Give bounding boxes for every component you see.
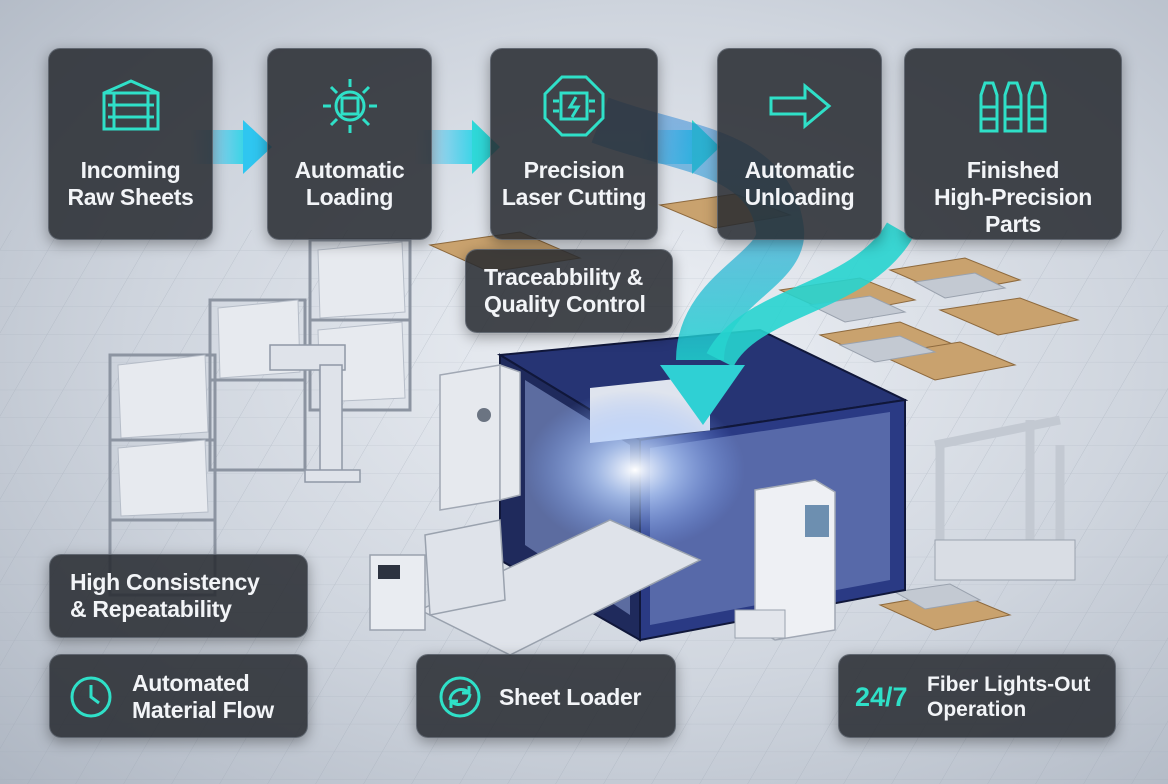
step-automatic-loading: Automatic Loading bbox=[267, 48, 432, 240]
sync-icon bbox=[437, 674, 483, 725]
consistency-card: High Consistency & Repeatability bbox=[49, 554, 308, 638]
traceability-label: Traceabbility & Quality Control bbox=[484, 264, 646, 317]
step-label: Incoming Raw Sheets bbox=[67, 157, 194, 210]
sheet-loader-card: Sheet Loader bbox=[416, 654, 676, 738]
step-incoming-raw-sheets: Incoming Raw Sheets bbox=[48, 48, 213, 240]
consistency-label: High Consistency & Repeatability bbox=[70, 569, 260, 622]
traceability-card: Traceabbility & Quality Control bbox=[465, 249, 673, 333]
raw-sheets-icon bbox=[49, 71, 212, 141]
lights-out-label: Fiber Lights-Out Operation bbox=[927, 673, 1091, 721]
step-label: Finished High-Precision Parts bbox=[933, 157, 1093, 237]
gear-icon bbox=[268, 71, 431, 141]
step-label: Automatic Unloading bbox=[744, 157, 855, 210]
clock-icon bbox=[68, 674, 114, 725]
step-automatic-unloading: Automatic Unloading bbox=[717, 48, 882, 240]
finished-parts-icon bbox=[905, 71, 1121, 141]
lights-out-card: 24/7 Fiber Lights-Out Operation bbox=[838, 654, 1116, 738]
step-finished-parts: Finished High-Precision Parts bbox=[904, 48, 1122, 240]
material-flow-label: Automated Material Flow bbox=[132, 670, 274, 723]
sheet-loader-label: Sheet Loader bbox=[499, 684, 642, 710]
step-precision-laser-cutting: Precision Laser Cutting bbox=[490, 48, 658, 240]
step-label: Precision Laser Cutting bbox=[501, 157, 647, 210]
material-flow-card: Automated Material Flow bbox=[49, 654, 308, 738]
laser-chip-icon bbox=[491, 71, 657, 141]
step-label: Automatic Loading bbox=[294, 157, 405, 210]
lights-out-prefix: 24/7 bbox=[855, 682, 908, 712]
arrow-right-icon bbox=[718, 71, 881, 141]
